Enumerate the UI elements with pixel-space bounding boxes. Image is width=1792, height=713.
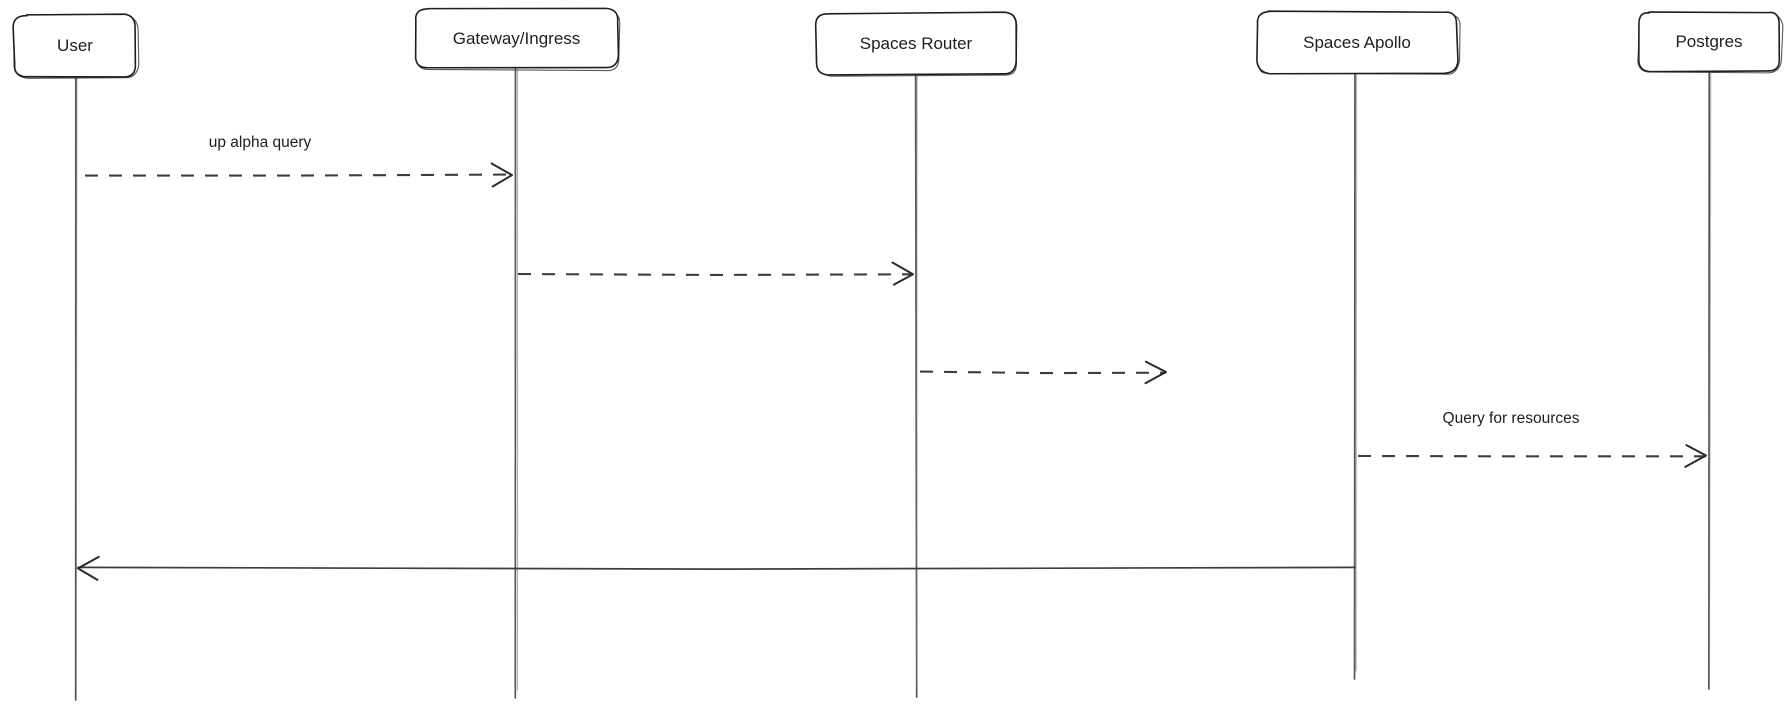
lifeline-postgres — [1708, 70, 1712, 690]
participant-spaces-apollo[interactable]: Spaces Apollo — [1256, 10, 1461, 75]
lifeline-spaces-apollo — [1353, 72, 1357, 680]
message-arrowhead — [490, 162, 513, 188]
participant-label: Spaces Apollo — [1303, 33, 1411, 52]
message-arrowhead — [1144, 360, 1167, 385]
lifelines-layer — [74, 67, 1712, 701]
message-msg-3[interactable] — [919, 360, 1167, 385]
lifeline-sketch-echo — [75, 77, 78, 693]
message-msg-5[interactable] — [77, 555, 1356, 581]
participant-box[interactable] — [1638, 11, 1781, 73]
message-msg-2[interactable] — [517, 261, 914, 286]
participants-layer: User Gateway/Ingress Spaces Router Spaces A… — [12, 7, 1784, 79]
lifeline-spaces-router — [914, 73, 918, 698]
participant-label: Postgres — [1675, 32, 1742, 51]
participant-box[interactable] — [12, 13, 137, 78]
message-arrowhead — [1684, 444, 1707, 468]
message-line[interactable] — [77, 566, 1356, 570]
message-arrowhead — [77, 555, 100, 581]
participant-box[interactable] — [1256, 10, 1459, 75]
lifeline-gateway — [514, 67, 519, 699]
participant-label: User — [57, 36, 93, 55]
message-msg-1[interactable]: up alpha query — [84, 134, 513, 188]
message-line[interactable] — [919, 370, 1167, 375]
message-label: up alpha query — [209, 134, 312, 151]
participant-label: Gateway/Ingress — [453, 29, 581, 48]
participant-box[interactable] — [414, 7, 620, 69]
message-label: Query for resources — [1443, 410, 1580, 427]
message-line[interactable] — [84, 173, 513, 177]
lifeline-sketch-echo — [1708, 72, 1712, 682]
message-line[interactable] — [517, 272, 914, 276]
participant-user[interactable]: User — [12, 13, 140, 79]
participant-spaces-router[interactable]: Spaces Router — [814, 11, 1018, 77]
message-msg-4[interactable]: Query for resources — [1357, 410, 1707, 468]
participant-label: Spaces Router — [860, 34, 973, 53]
participant-gateway[interactable]: Gateway/Ingress — [414, 7, 621, 72]
message-arrowhead — [891, 261, 914, 286]
participant-box[interactable] — [814, 11, 1018, 76]
lifeline-user — [74, 75, 78, 701]
participant-postgres[interactable]: Postgres — [1637, 11, 1784, 74]
